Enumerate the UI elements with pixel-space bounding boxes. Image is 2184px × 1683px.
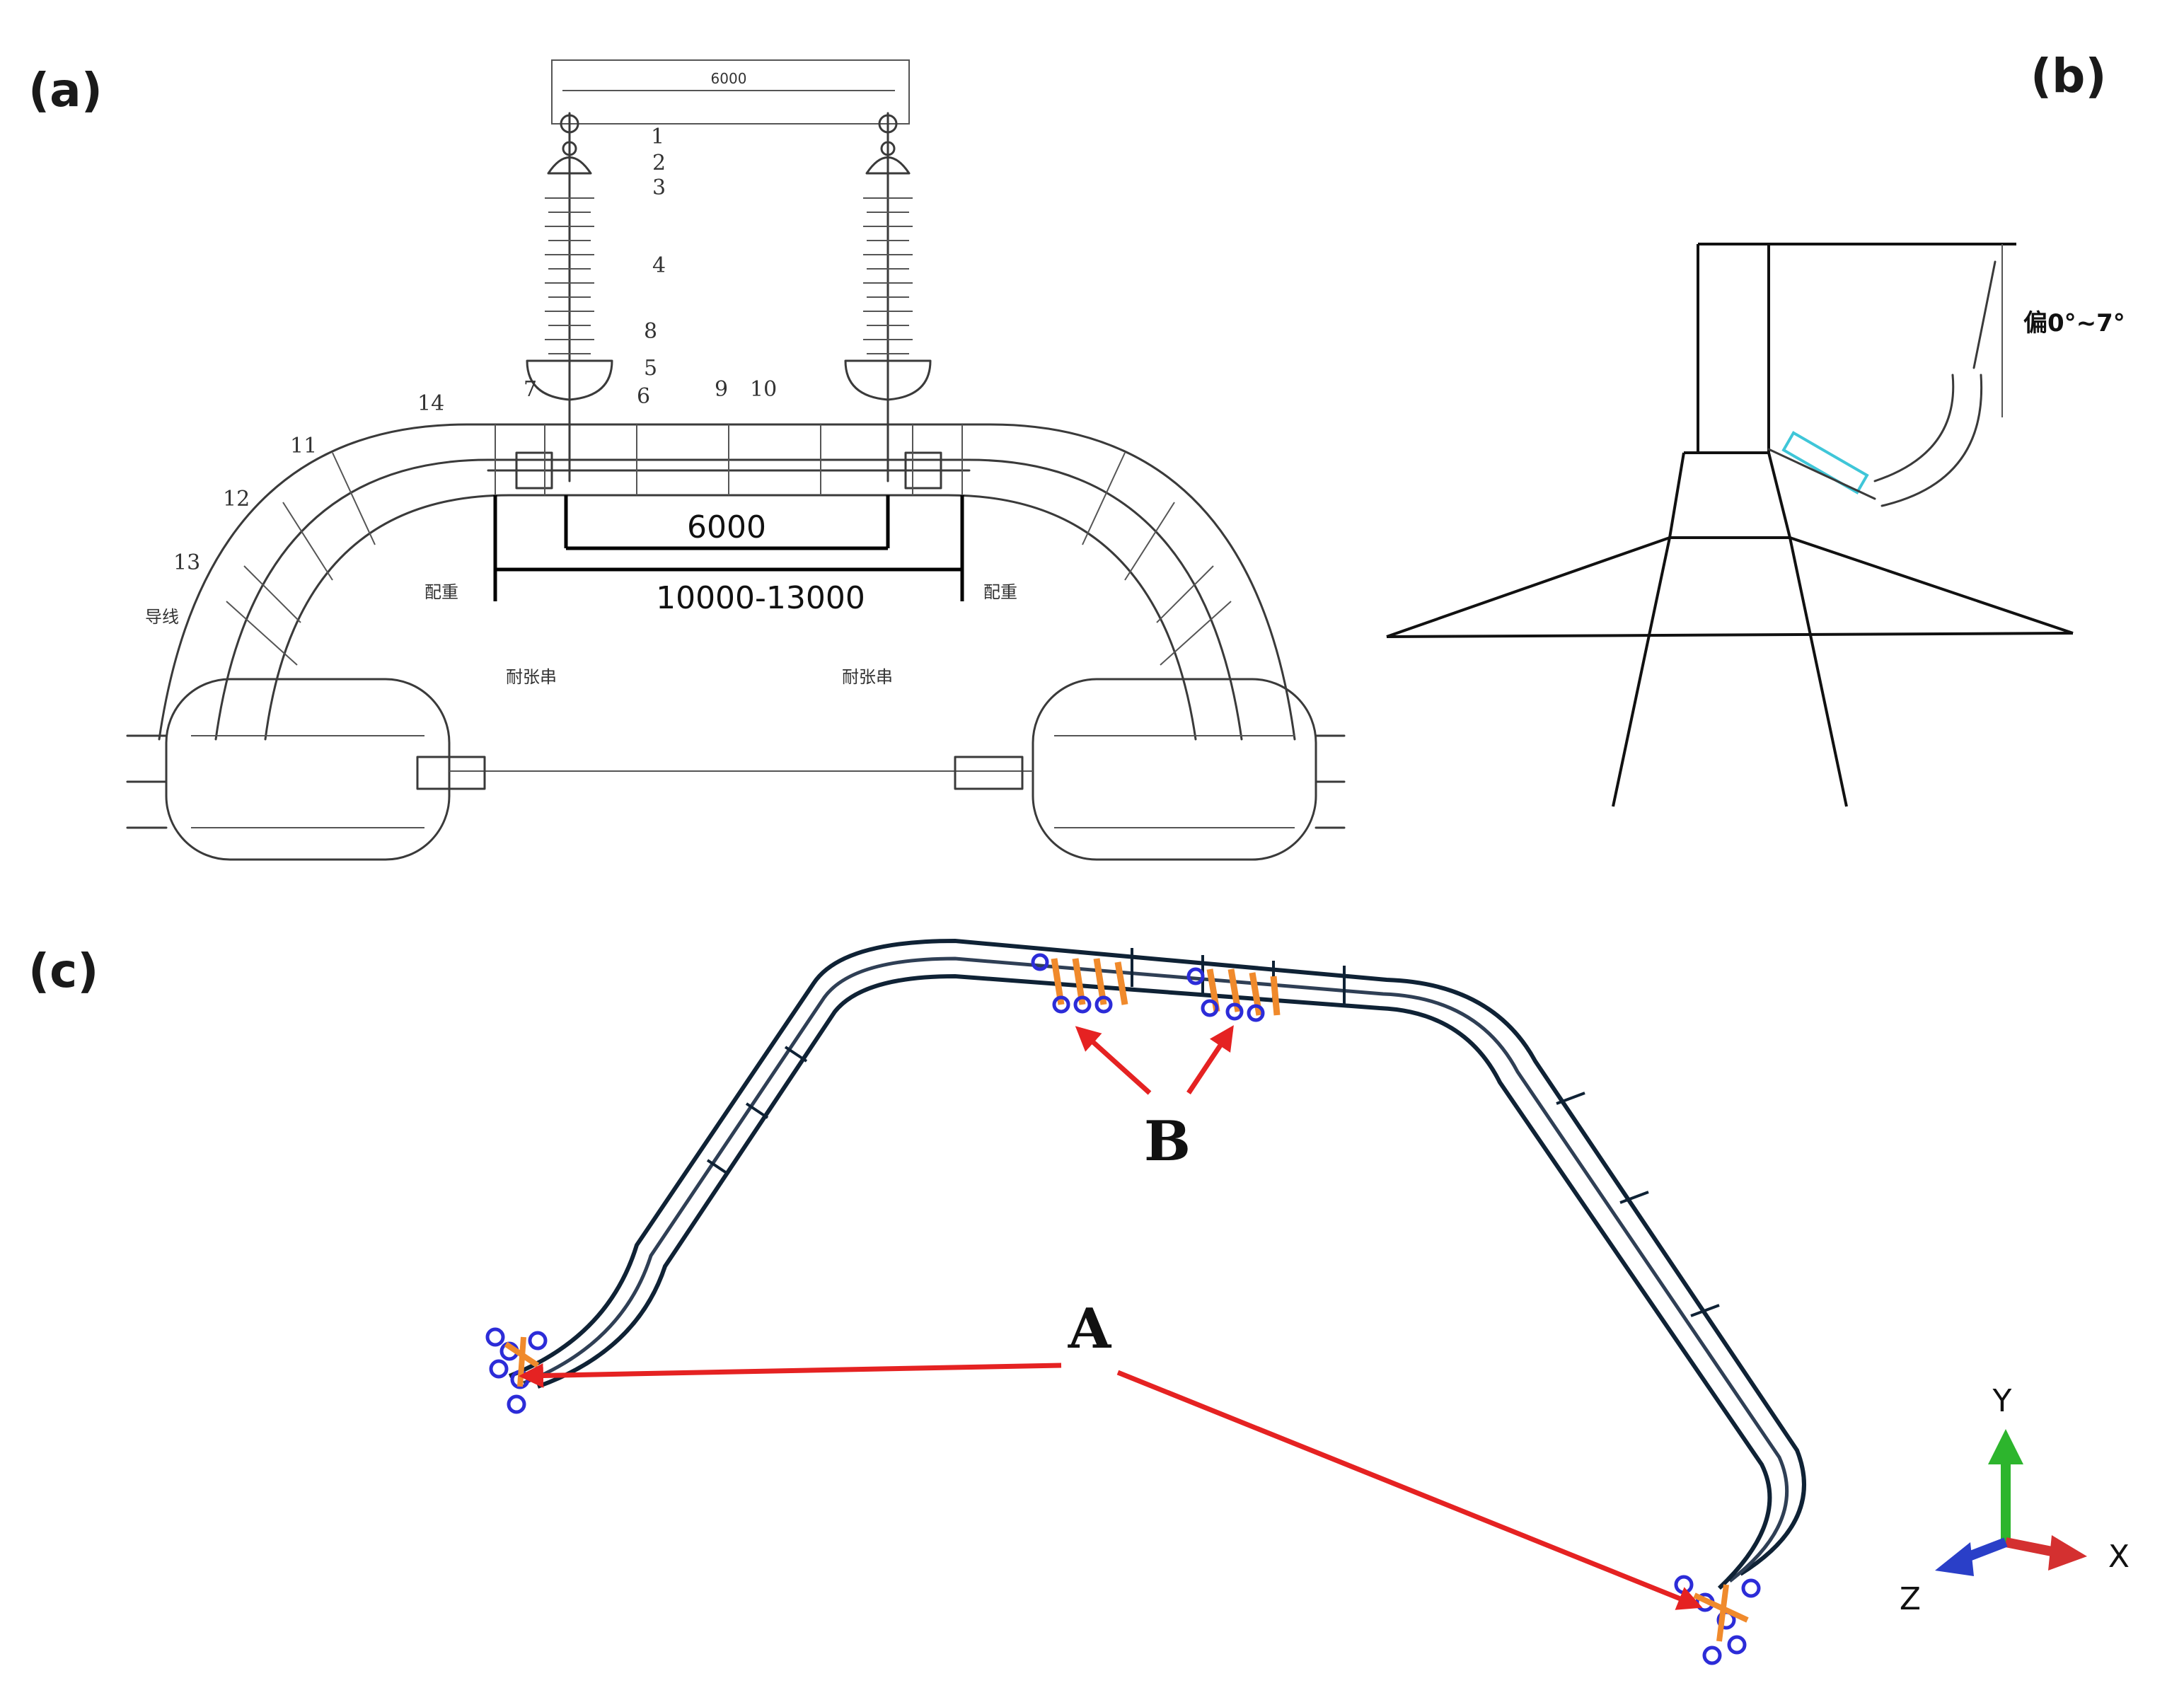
- axis-y-label: Y: [1992, 1383, 2012, 1419]
- dim-outer-text: 10000-13000: [656, 580, 865, 616]
- callout-4: 4: [652, 253, 666, 278]
- callout-13: 13: [173, 550, 200, 575]
- callout-1: 1: [651, 125, 664, 149]
- anchor-cluster-top-left: [1031, 953, 1128, 1014]
- arrows-a: [519, 1363, 1703, 1610]
- right-insulator-string: [844, 112, 932, 482]
- jumper-arch: [158, 423, 1296, 741]
- callout-10: 10: [750, 377, 777, 402]
- angle-label: 偏0°~7°: [2023, 309, 2125, 337]
- marker-b: B: [1144, 1109, 1191, 1174]
- panel-c: (c): [28, 938, 2130, 1665]
- tension-assemblies: 耐张串 耐张串: [126, 667, 1346, 861]
- anchor-cluster-left: [485, 1327, 548, 1414]
- callout-numbers: 1 2 3 4 5 6 7 8 9 10 11 12 13 14: [173, 125, 777, 575]
- left-weight-label: 配重: [424, 582, 458, 602]
- callout-11: 11: [290, 434, 317, 458]
- callout-3: 3: [652, 175, 666, 200]
- axis-x-label: X: [2108, 1539, 2130, 1575]
- callout-2: 2: [652, 151, 666, 175]
- anchor-cluster-top-right: [1186, 967, 1281, 1022]
- panel-b: (b) 偏0°~7°: [1386, 49, 2125, 807]
- axis-triad: Y X Z: [1900, 1383, 2130, 1617]
- left-insulator-string: [526, 112, 613, 482]
- panel-b-label: (b): [2030, 49, 2107, 103]
- panel-c-label: (c): [28, 944, 98, 998]
- callout-9: 9: [715, 377, 728, 402]
- panel-a-label: (a): [28, 63, 103, 117]
- right-weight-label: 配重: [983, 582, 1017, 602]
- axis-z-label: Z: [1900, 1581, 1921, 1617]
- fe-model-conductors: [508, 938, 1806, 1590]
- span-dimensions: 6000 10000-13000: [493, 495, 964, 616]
- hanging-jumper: 偏0°~7°: [1767, 244, 2125, 507]
- panel-a: (a) 6000: [28, 59, 1346, 861]
- right-tension-label: 耐张串: [842, 667, 893, 687]
- callout-12: 12: [223, 487, 250, 511]
- callout-8: 8: [644, 319, 657, 344]
- dim-inner-text: 6000: [687, 509, 766, 545]
- arrows-b: [1075, 1025, 1234, 1095]
- callout-6: 6: [637, 384, 650, 409]
- top-frame: 6000: [551, 59, 910, 125]
- top-dimension: 6000: [711, 70, 747, 87]
- anchor-cluster-right: [1674, 1575, 1761, 1665]
- left-tension-label: 耐张串: [506, 667, 557, 687]
- marker-a: A: [1068, 1297, 1112, 1361]
- callout-14: 14: [417, 391, 444, 416]
- conductor-label: 导线: [145, 607, 179, 627]
- callout-7: 7: [524, 377, 537, 402]
- tower: [1386, 243, 2074, 807]
- callout-5: 5: [644, 356, 657, 381]
